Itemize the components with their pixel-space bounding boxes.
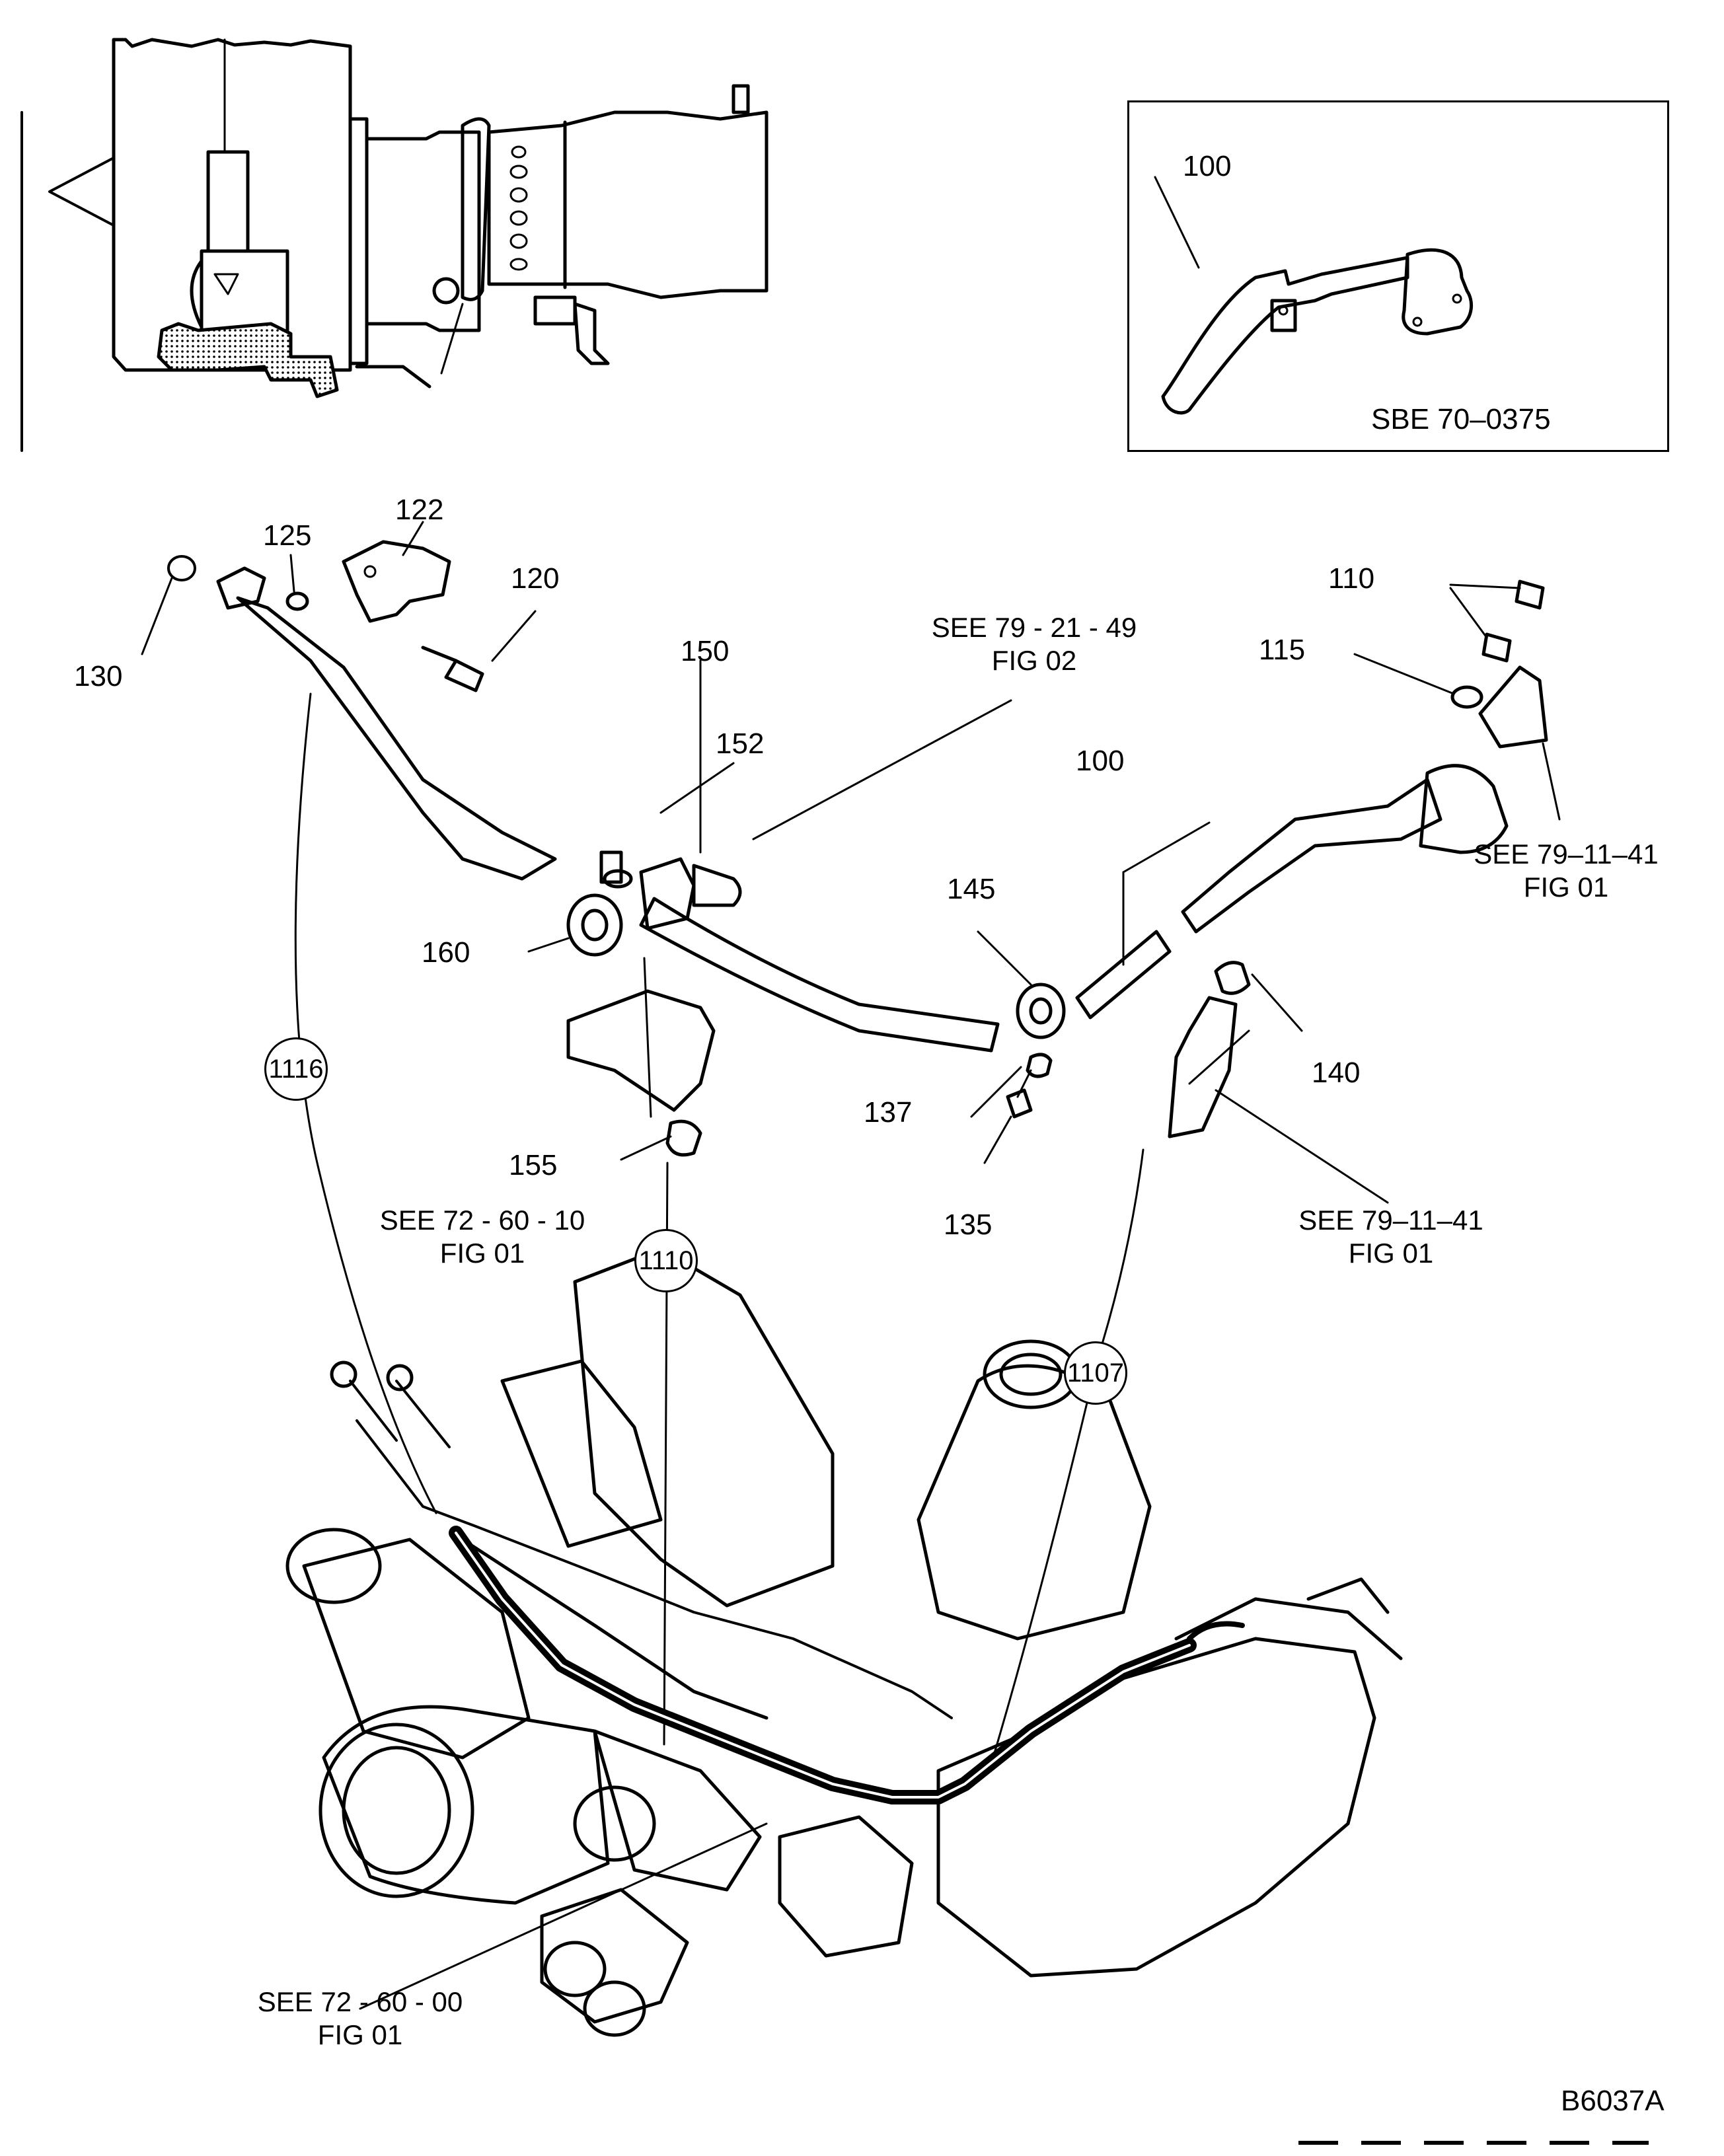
xref-79-11-41-bottom-line2: FIG 01 [1348,1238,1434,1269]
item-137-label: 137 [864,1096,913,1129]
circled-ref-1110: 1110 [634,1229,698,1292]
xref-79-11-41-bottom: SEE 79–11–41 FIG 01 [1282,1204,1500,1270]
item-130-label: 130 [74,660,123,692]
item-145-label: 145 [947,873,996,905]
leader-lines [294,692,1144,2010]
item-152-label: 152 [716,727,765,760]
xref-79-11-41-top: SEE 79–11–41 FIG 01 [1457,838,1675,904]
inset-service-bulletin: SBE 70–0375 [1371,403,1551,435]
xref-72-60-00-line1: SEE 72 - 60 - 00 [257,1986,463,2017]
item-135-label: 135 [944,1208,993,1241]
item-125-label: 125 [263,519,312,552]
highlighted-pipe-route [449,1526,1197,1804]
xref-79-11-41-bottom-line1: SEE 79–11–41 [1298,1205,1483,1236]
page-number-fragment [1298,2141,1649,2145]
xref-72-60-00-line2: FIG 01 [317,2019,403,2050]
item-150-label: 150 [681,635,730,667]
xref-72-60-00: SEE 72 - 60 - 00 FIG 01 [235,1986,486,2052]
circled-ref-1116-text: 1116 [268,1054,324,1084]
item-140-label: 140 [1312,1057,1361,1089]
xref-72-60-10: SEE 72 - 60 - 10 FIG 01 [357,1204,608,1270]
item-115-label: 115 [1259,634,1306,666]
locator-engine-view [20,38,768,452]
xref-79-11-41-top-line2: FIG 01 [1523,872,1609,903]
item-110-label: 110 [1328,562,1375,595]
exploded-parts [141,521,1561,1204]
circled-ref-1107-text: 1107 [1067,1358,1124,1388]
item-122-label: 122 [395,494,444,526]
circled-ref-1116: 1116 [264,1037,328,1101]
inset-pipe-drawing [1154,176,1474,415]
inset-item-100-label: 100 [1183,150,1232,182]
item-120-label: 120 [511,562,560,595]
circled-ref-1110-text: 1110 [638,1245,694,1275]
circled-ref-1107: 1107 [1064,1341,1127,1405]
xref-79-21-49: SEE 79 - 21 - 49 FIG 02 [909,611,1160,677]
inset-frame [1127,100,1669,452]
item-155-label: 155 [509,1149,558,1181]
xref-79-21-49-line1: SEE 79 - 21 - 49 [931,612,1137,643]
xref-79-21-49-line2: FIG 02 [991,645,1077,676]
main-engine-assembly [285,1247,1403,2037]
figure-id: B6037A [1561,2085,1665,2117]
xref-72-60-10-line1: SEE 72 - 60 - 10 [379,1205,585,1236]
xref-79-11-41-top-line1: SEE 79–11–41 [1474,838,1659,870]
item-160-label: 160 [422,936,470,969]
item-100-label: 100 [1076,745,1125,777]
xref-72-60-10-line2: FIG 01 [439,1238,525,1269]
